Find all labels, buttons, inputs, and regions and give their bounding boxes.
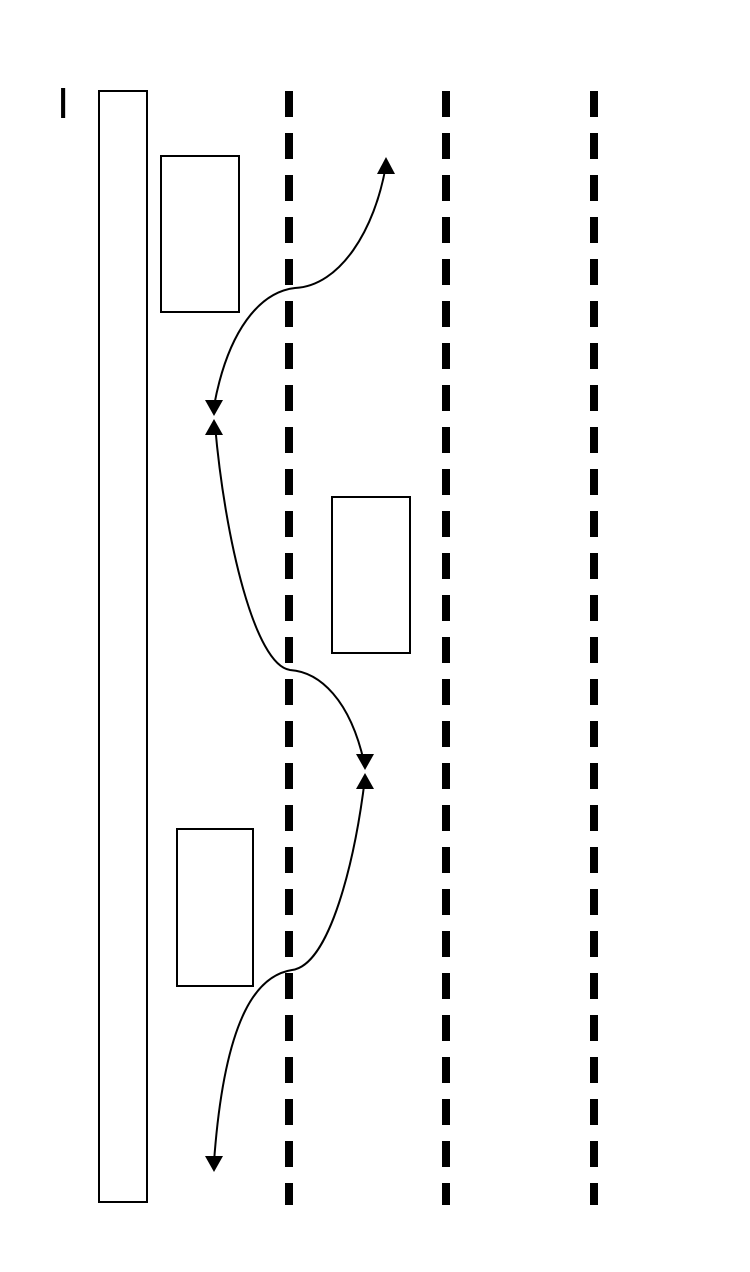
arrow-down-middle-icon: [356, 754, 374, 770]
vehicle-box-middle: [331, 496, 411, 654]
curb-label: I: [57, 79, 69, 128]
path-segment-bottom: [213, 777, 366, 1163]
vehicle-box-bottom: [176, 828, 254, 987]
arrow-down-bottom-icon: [205, 1156, 223, 1172]
arrow-down-left-icon: [205, 400, 223, 416]
arrow-up-left-icon: [205, 419, 223, 435]
vehicle-box-top: [160, 155, 240, 313]
path-segment-top: [213, 164, 387, 407]
arrow-up-top-icon: [377, 157, 395, 174]
curb-bar: [98, 90, 148, 1203]
path-segment-middle: [214, 424, 365, 763]
arrow-up-middle-icon: [356, 773, 374, 789]
